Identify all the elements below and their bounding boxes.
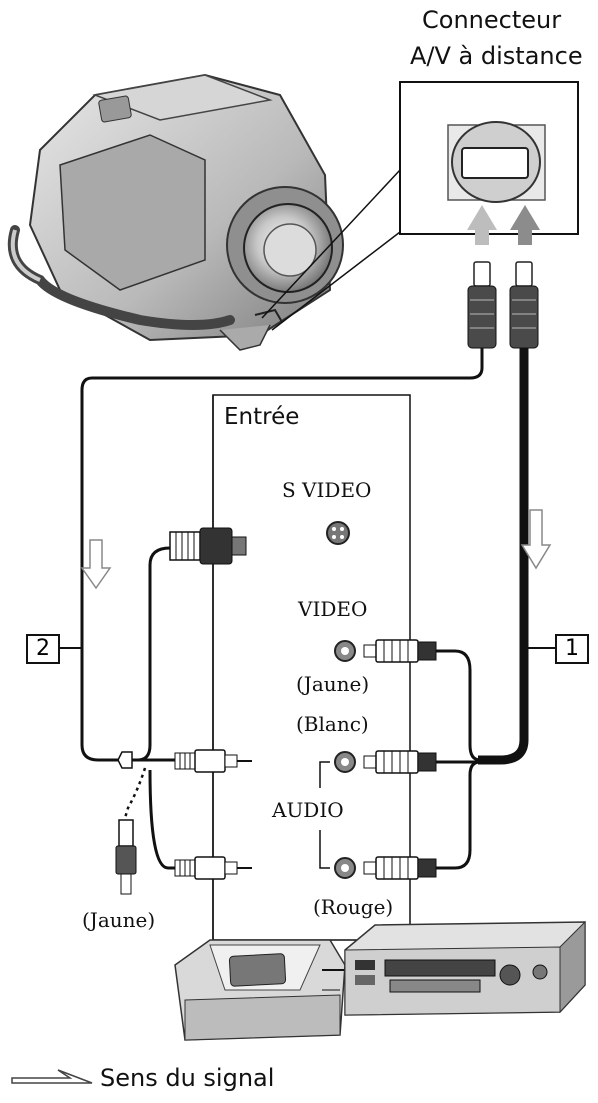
cable-1-path — [478, 348, 555, 765]
av-plug-left — [467, 261, 497, 349]
yellow-plug-label: (Jaune) — [82, 908, 156, 932]
hollow-arrow-icon — [11, 1069, 93, 1084]
audio-red-label: (Rouge) — [313, 895, 394, 919]
s-video-label: S VIDEO — [282, 478, 372, 502]
rca-plugs-left — [117, 749, 252, 880]
input-panel — [212, 394, 411, 941]
legend-signal-direction: Sens du signal — [100, 1064, 275, 1092]
cable-2-path — [58, 348, 484, 762]
dvd-writer-illustration — [174, 939, 346, 1041]
camcorder-illustration — [7, 73, 344, 351]
audio-label: AUDIO — [272, 798, 344, 822]
yellow-plug-lead — [115, 767, 147, 895]
vcr-illustration — [344, 920, 586, 1016]
connector-label-line2: A/V à distance — [410, 42, 583, 70]
audio-red-jack-icon — [334, 857, 356, 879]
connector-arrows — [467, 205, 540, 245]
connector-inset — [261, 81, 579, 331]
callout-cable-1: 1 — [555, 634, 589, 664]
s-video-plug — [137, 527, 247, 762]
audio-white-jack-icon — [334, 751, 356, 773]
video-color-label: (Jaune) — [296, 672, 370, 696]
video-jack-icon — [334, 640, 356, 662]
av-plug-right — [509, 261, 539, 349]
callout-cable-2: 2 — [26, 634, 60, 664]
video-label: VIDEO — [298, 597, 368, 621]
connector-label-line1: Connecteur — [422, 6, 562, 34]
signal-arrow-right-icon — [520, 509, 552, 570]
input-panel-title: Entrée — [224, 404, 300, 430]
rca-plugs-right — [363, 639, 481, 880]
s-video-port-icon — [326, 521, 350, 545]
audio-white-label: (Blanc) — [296, 712, 369, 736]
audio-bracket — [319, 761, 330, 869]
